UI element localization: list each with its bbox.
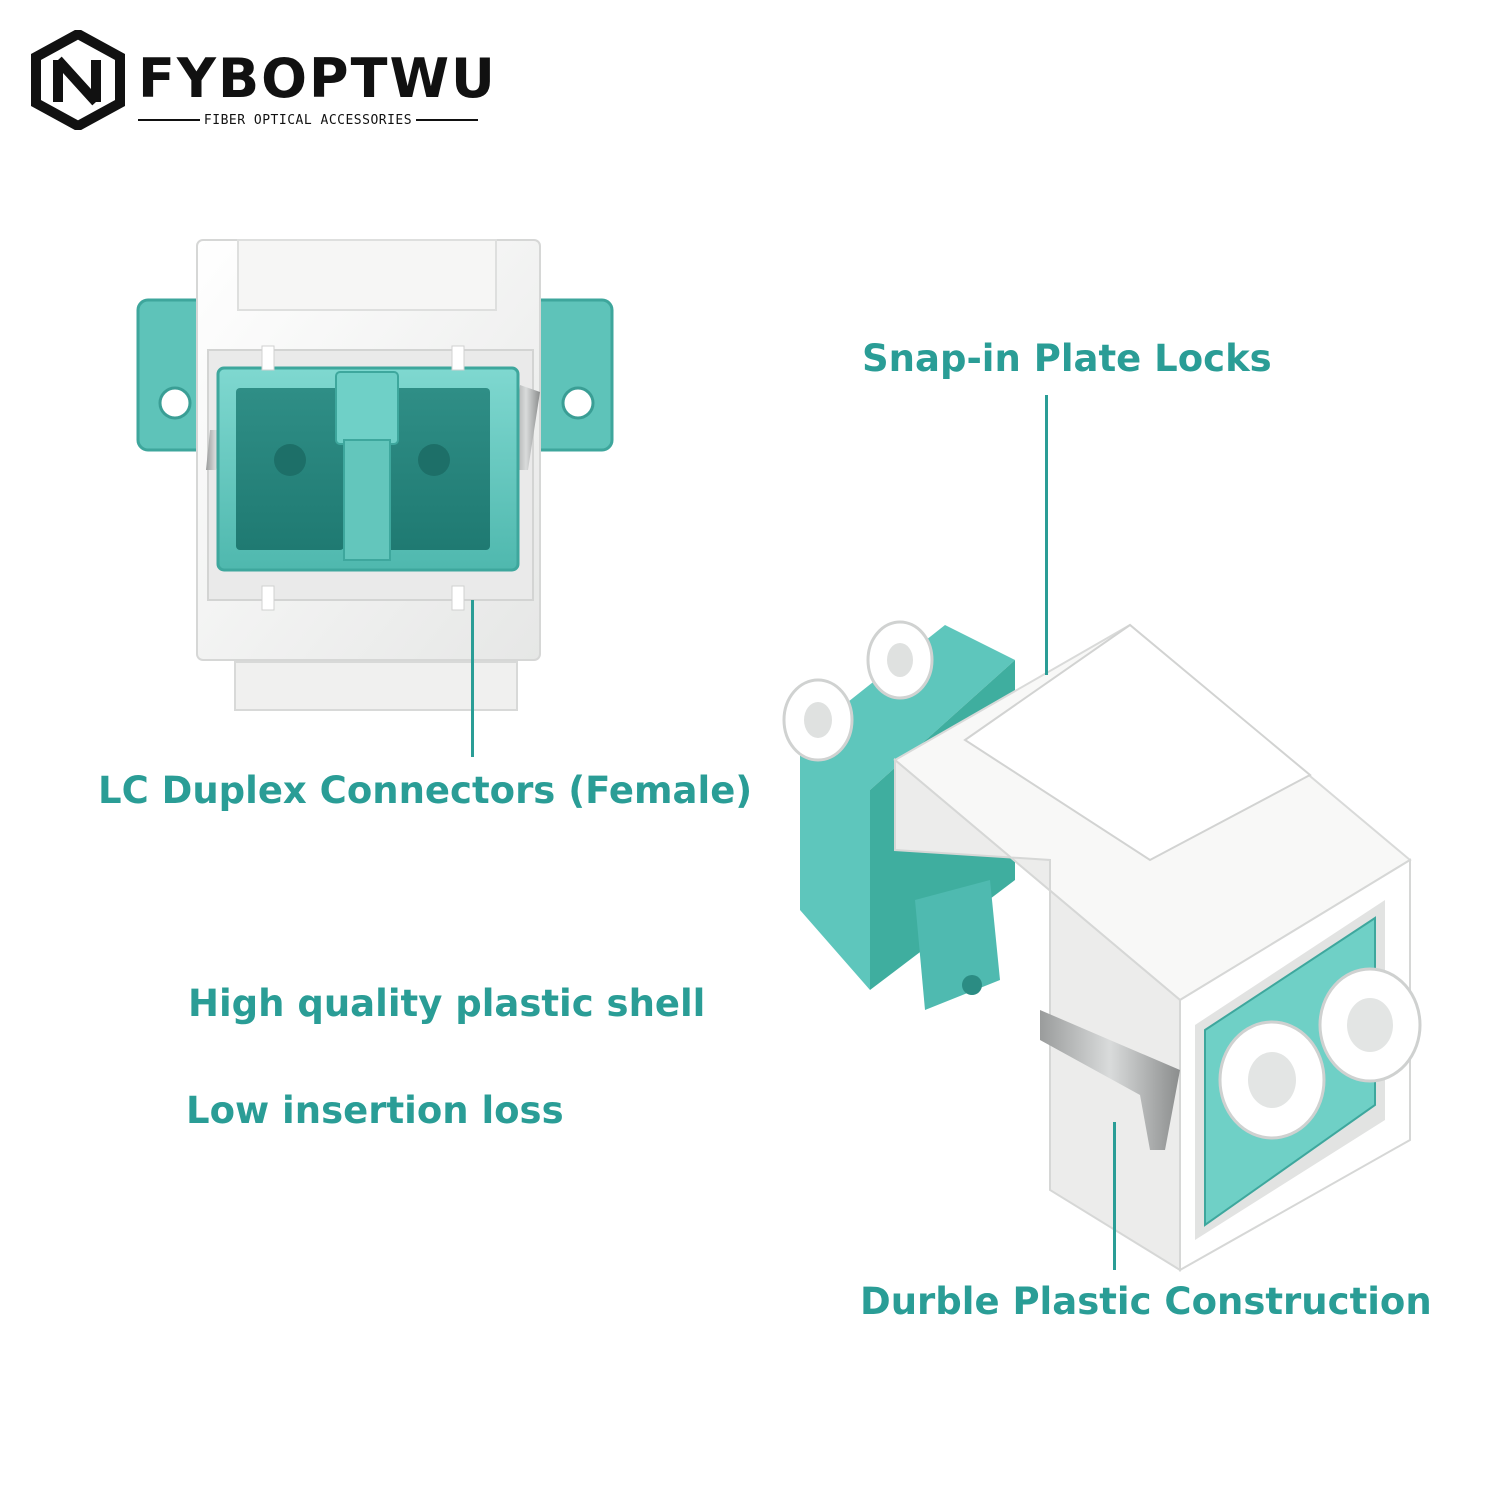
brand-logo: FYBOPTWU FIBER OPTICAL ACCESSORIES bbox=[30, 30, 495, 130]
hexagon-n-logo-icon bbox=[31, 30, 125, 130]
leader-line-lc-duplex bbox=[471, 600, 474, 757]
front-view-adapter bbox=[136, 239, 614, 711]
tagline-rule-right bbox=[416, 119, 479, 121]
leader-line-snap-in bbox=[1045, 395, 1048, 675]
angled-view-keystone bbox=[782, 620, 1422, 1272]
brand-tagline-row: FIBER OPTICAL ACCESSORIES bbox=[138, 112, 479, 128]
callout-construction: Durble Plastic Construction bbox=[860, 1280, 1432, 1323]
callout-shell: High quality plastic shell bbox=[188, 982, 706, 1025]
tagline-rule-left bbox=[138, 119, 200, 121]
leader-line-construction bbox=[1113, 1122, 1116, 1270]
callout-lc-duplex: LC Duplex Connectors (Female) bbox=[98, 769, 753, 812]
callout-loss: Low insertion loss bbox=[186, 1089, 564, 1132]
brand-tagline: FIBER OPTICAL ACCESSORIES bbox=[203, 112, 413, 128]
callout-snap-in: Snap-in Plate Locks bbox=[862, 337, 1272, 380]
brand-name: FYBOPTWU bbox=[138, 47, 497, 110]
